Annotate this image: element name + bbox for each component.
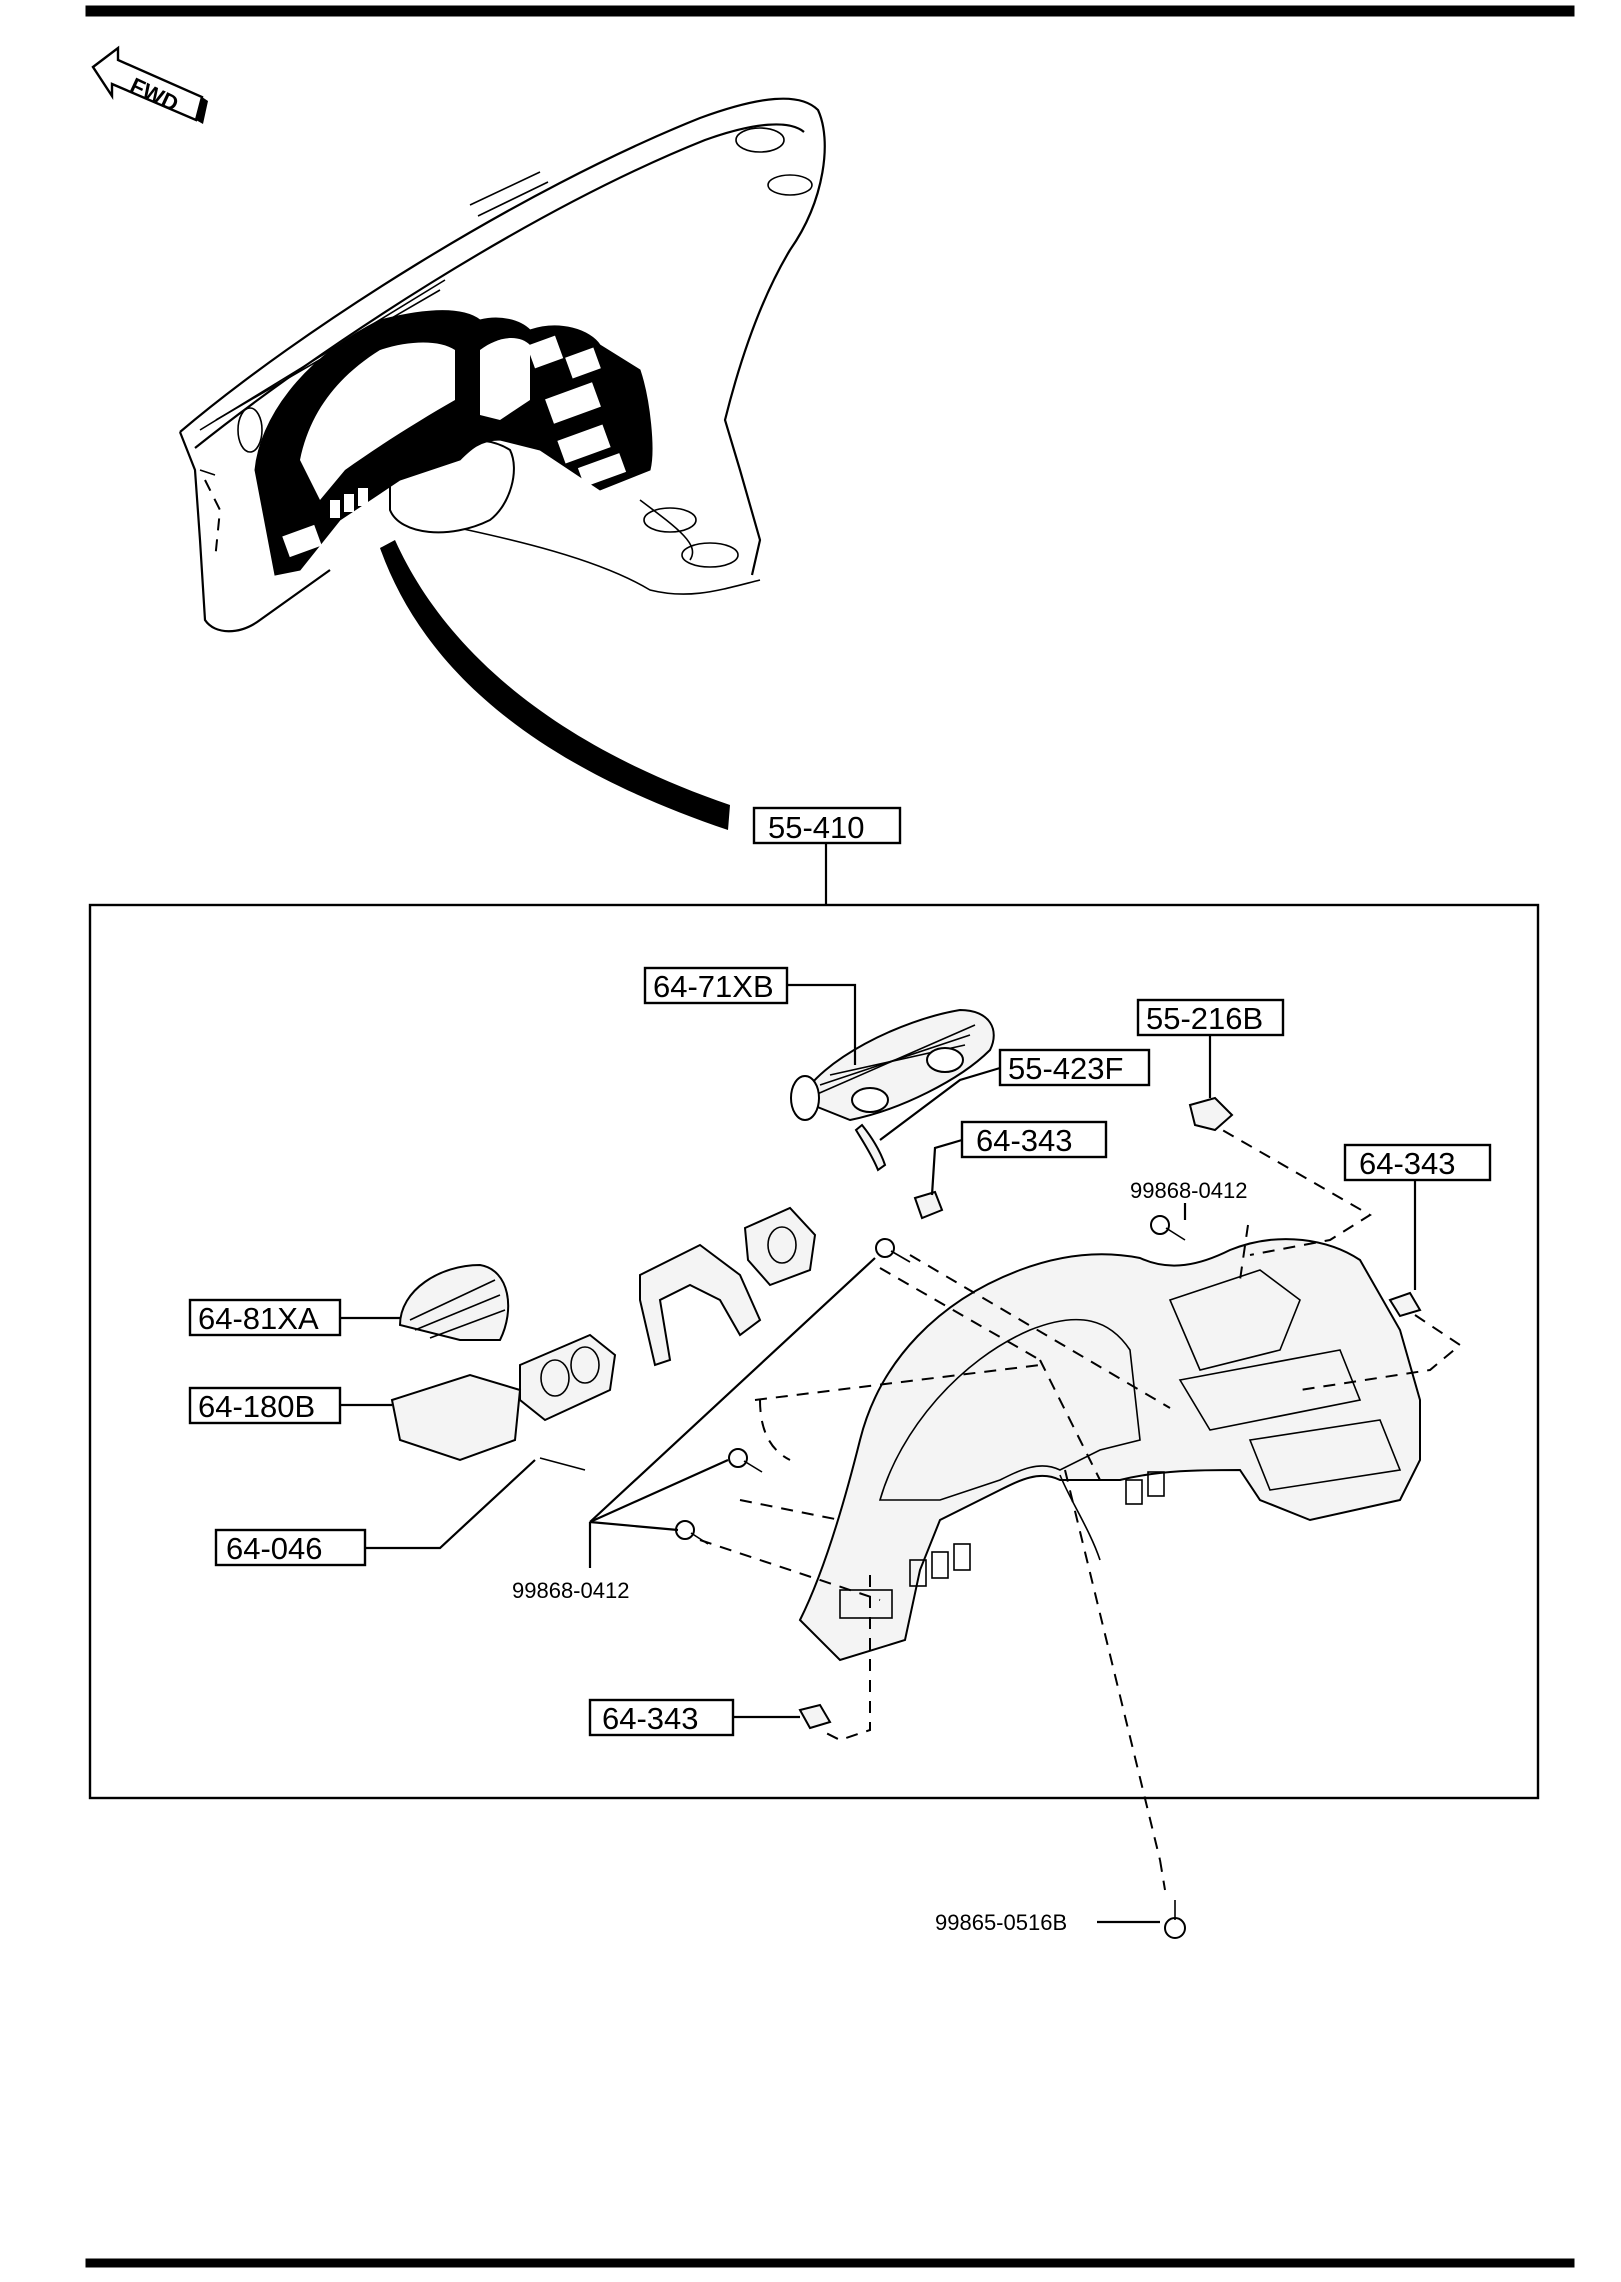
top-rule (85, 5, 1575, 17)
svg-text:64-180B: 64-180B (198, 1389, 315, 1424)
part-center-vent (790, 1008, 995, 1122)
bottom-rule (85, 2258, 1575, 2268)
part-bezel-frame (639, 1243, 762, 1367)
label-screw-left: 99868-0412 (512, 1578, 629, 1603)
label-screw-top: 99868-0412 (1130, 1178, 1247, 1203)
callout-64-343-a: 64-343 (960, 1120, 1108, 1159)
dashboard-overview (178, 97, 826, 830)
callout-64-71xb: 64-71XB (643, 966, 789, 1005)
fwd-arrow-icon: FWD (91, 45, 208, 124)
assembly-frame (88, 903, 1540, 1800)
callout-64-343-c: 64-343 (588, 1698, 735, 1737)
svg-text:64-71XB: 64-71XB (653, 969, 774, 1004)
part-55-423f-clip (854, 1123, 887, 1172)
part-64-343-a (913, 1190, 944, 1220)
part-64-81xa (398, 1263, 510, 1341)
callout-55-216b: 55-216B (1136, 998, 1285, 1037)
part-64-343-c (798, 1703, 832, 1730)
part-64-046 (539, 1457, 586, 1471)
callout-55-410: 55-410 (752, 806, 902, 845)
label-screw-bottom: 99865-0516B (935, 1910, 1067, 1935)
screws (675, 1215, 1186, 1939)
svg-text:55-216B: 55-216B (1146, 1001, 1263, 1036)
callout-64-180b: 64-180B (188, 1386, 342, 1425)
svg-text:64-343: 64-343 (602, 1701, 699, 1736)
part-64-180b (390, 1373, 522, 1462)
part-gauge-bezel-2 (519, 1333, 617, 1422)
svg-text:64-343: 64-343 (1359, 1146, 1456, 1181)
part-gauge-bezel (743, 1206, 817, 1287)
callout-64-81xa: 64-81XA (188, 1298, 342, 1337)
part-64-343-b (1388, 1291, 1422, 1318)
instrument-panel-bezel (798, 1238, 1421, 1662)
callout-64-343-b: 64-343 (1343, 1143, 1492, 1182)
part-55-216b (1188, 1096, 1234, 1132)
connection-lines (699, 1119, 1462, 1891)
svg-text:64-81XA: 64-81XA (198, 1301, 319, 1336)
svg-text:55-423F: 55-423F (1008, 1051, 1123, 1086)
svg-text:64-046: 64-046 (226, 1531, 323, 1566)
callout-55-423f: 55-423F (998, 1048, 1151, 1087)
svg-text:64-343: 64-343 (976, 1123, 1073, 1158)
callout-64-046: 64-046 (214, 1528, 367, 1567)
svg-text:55-410: 55-410 (768, 810, 865, 845)
